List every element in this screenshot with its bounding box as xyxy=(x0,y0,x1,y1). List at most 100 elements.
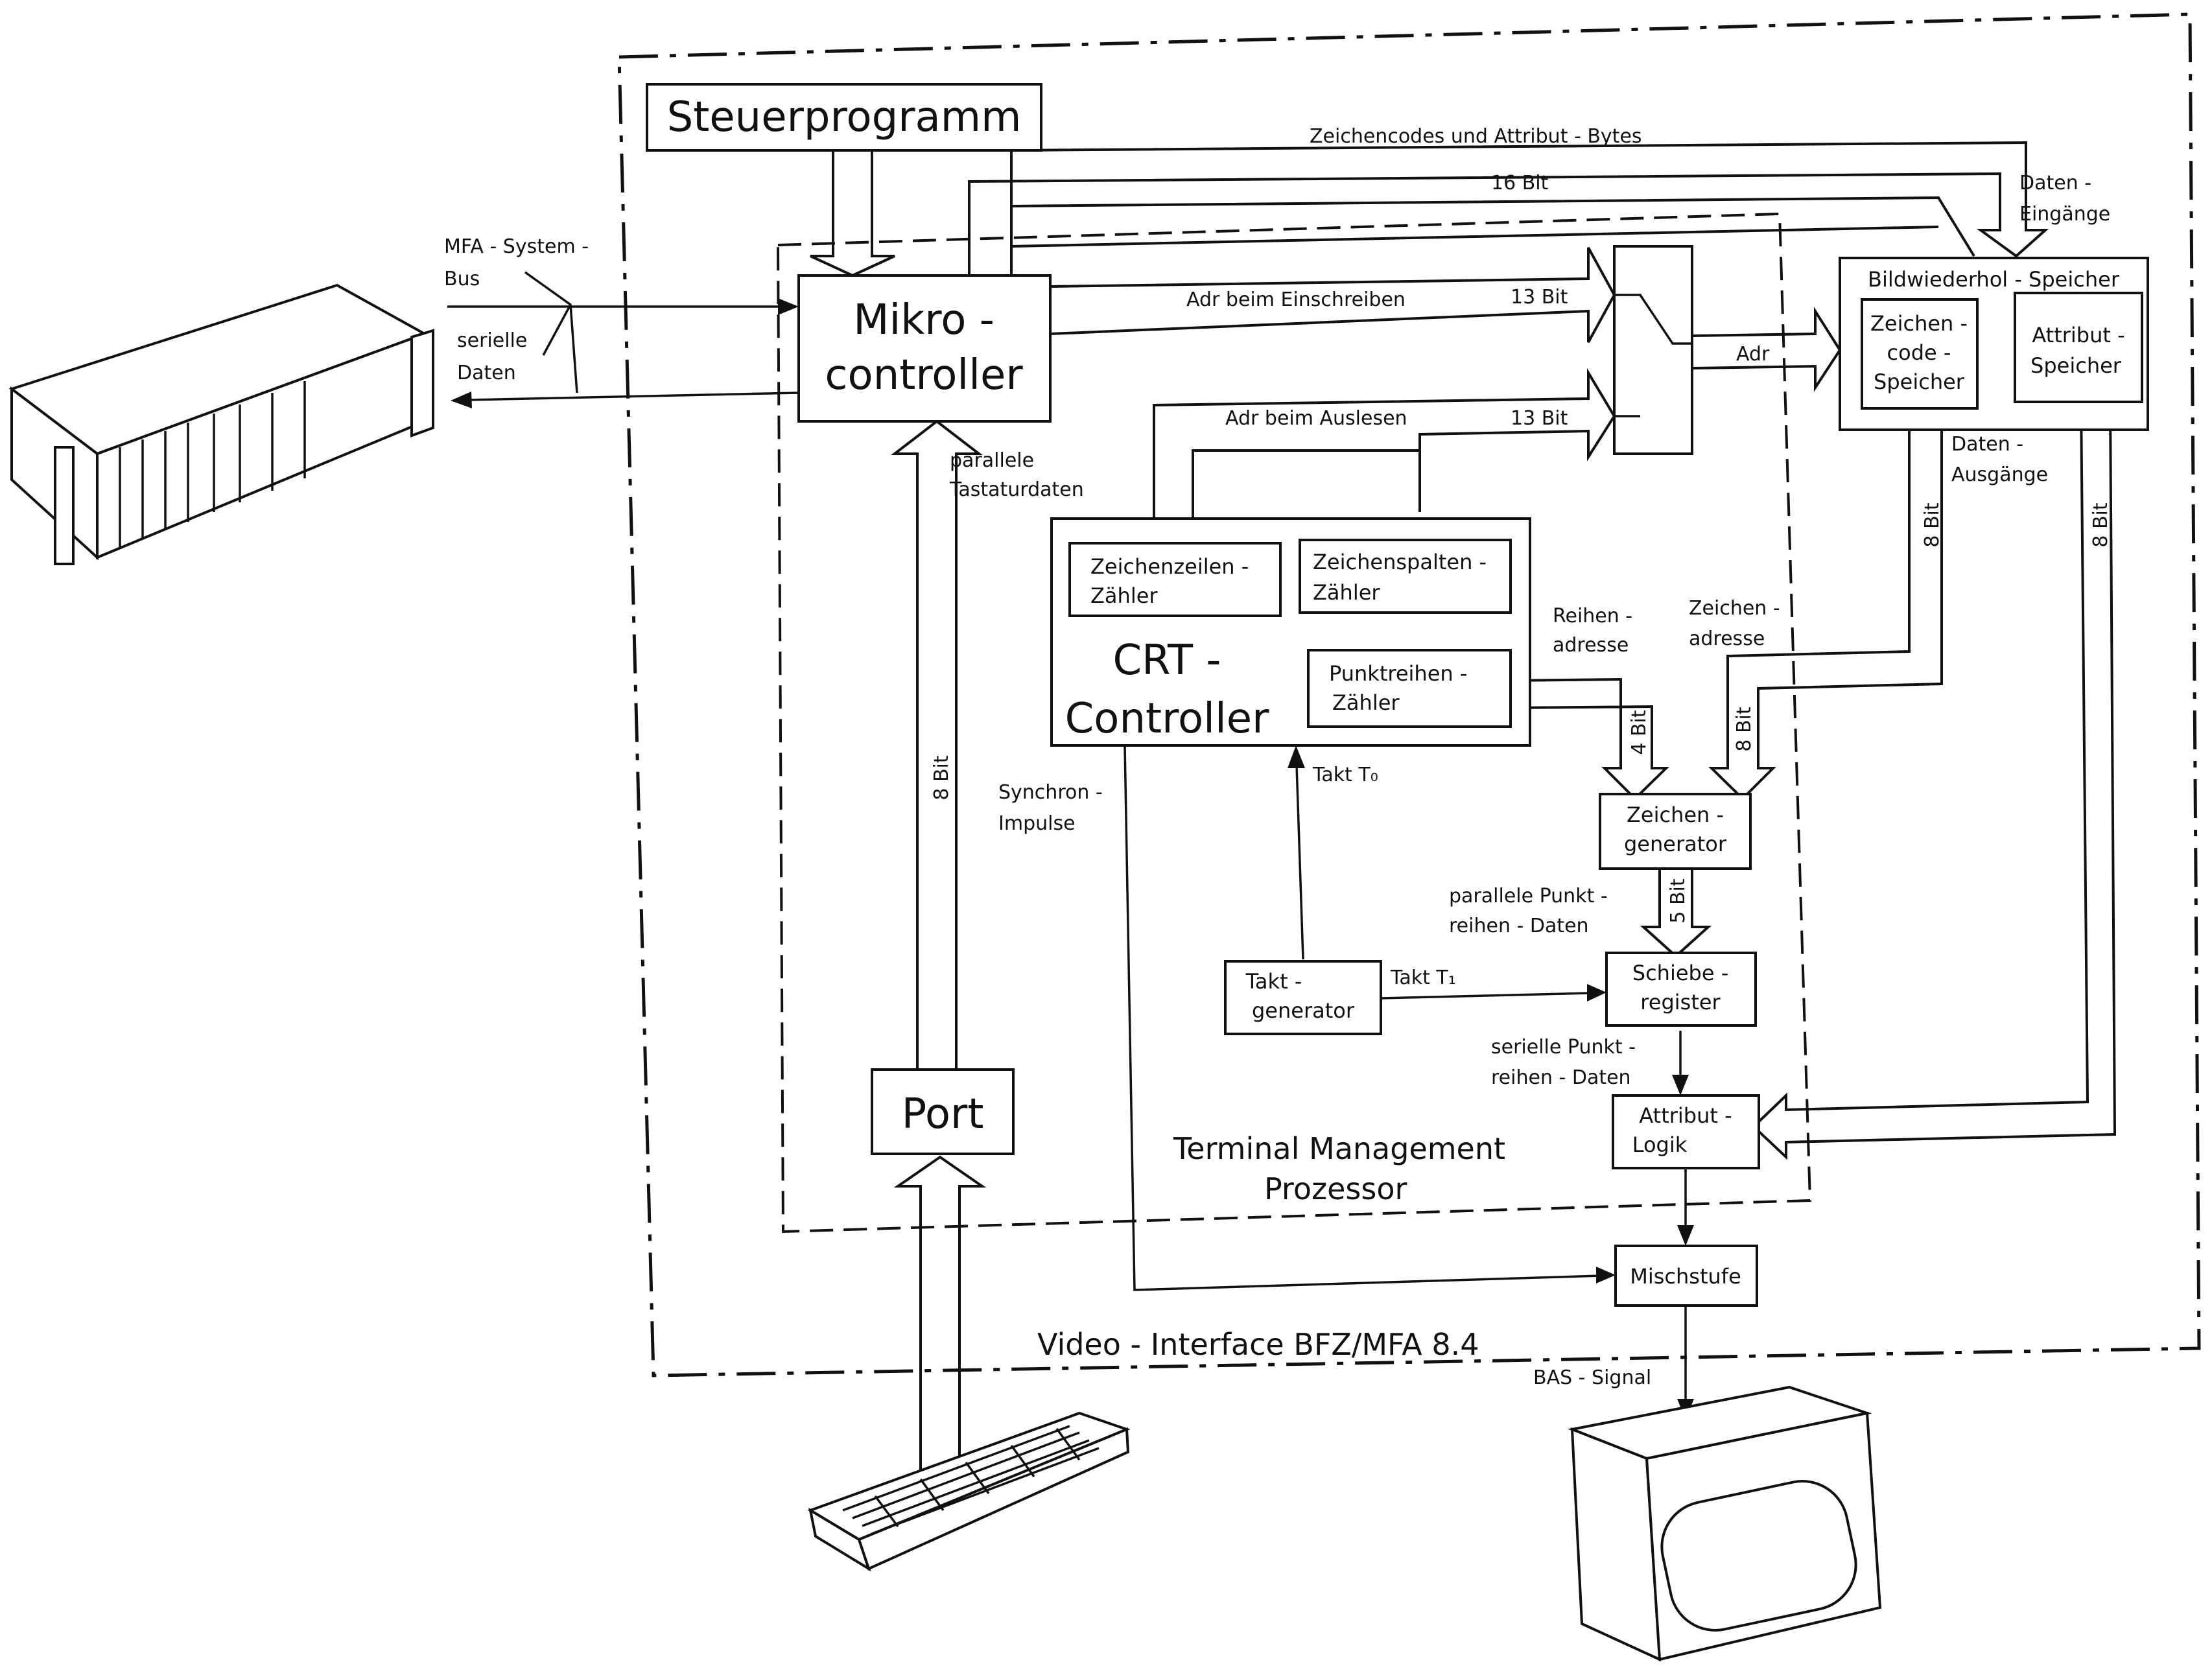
charcode-memory-label-3: Speicher xyxy=(1874,369,1965,394)
serial-data-arrowhead xyxy=(451,392,472,408)
mux-switch-symbol xyxy=(1614,294,1692,417)
data-inputs-label-2: Eingänge xyxy=(2019,203,2110,226)
attribute-logic-box xyxy=(1612,1094,1760,1169)
shiftreg-to-attrlogic-arrowhead xyxy=(1672,1075,1689,1095)
row-address-label-1: Reihen - xyxy=(1553,605,1632,627)
mixer-box xyxy=(1614,1245,1758,1307)
clock-generator-label-1: Takt - xyxy=(1245,969,1302,994)
refresh-memory-label: Bildwiederhol - Speicher xyxy=(1868,267,2120,292)
mfa-system-bus-label-1: MFA - System - xyxy=(444,235,589,258)
microcontroller-label-line2: controller xyxy=(825,351,1023,399)
data-outputs-label-1: Daten - xyxy=(1951,433,2023,456)
microcontroller-label-line1: Mikro - xyxy=(853,296,994,344)
char-column-counter-label-1: Zeichenspalten - xyxy=(1313,550,1487,574)
attribute-logic-label-1: Attribut - xyxy=(1639,1103,1732,1128)
dot-row-counter-label-2: Zähler xyxy=(1332,690,1400,715)
clock-generator-box xyxy=(1224,960,1382,1035)
shift-register-label-2: register xyxy=(1640,990,1721,1014)
parallel-dot-row-data-label-1: parallele Punkt - xyxy=(1449,885,1608,908)
sync-pulse-arrowhead xyxy=(1596,1267,1616,1283)
clock-t1-label: Takt T₁ xyxy=(1390,966,1456,989)
char-generator-label-2: generator xyxy=(1624,832,1727,856)
charcode-memory-box xyxy=(1861,298,1979,410)
memory-address-label: Adr xyxy=(1736,343,1770,366)
sync-pulse-label-1: Synchron - xyxy=(998,781,1103,804)
char-address-label-1: Zeichen - xyxy=(1689,597,1780,620)
char-row-counter-label-1: Zeichenzeilen - xyxy=(1090,554,1249,579)
system-bus-arrowhead xyxy=(778,298,799,315)
char-codes-label: Zeichencodes und Attribut - Bytes xyxy=(1310,125,1642,148)
data-inputs-label-1: Daten - xyxy=(2019,172,2091,194)
data-outputs-label-2: Ausgänge xyxy=(1951,463,2048,486)
write-address-label: Adr beim Einschreiben xyxy=(1186,288,1406,311)
clock-t0-arrowhead xyxy=(1288,745,1305,768)
char-generator-label-1: Zeichen - xyxy=(1627,802,1724,827)
video-interface-label: Video - Interface BFZ/MFA 8.4 xyxy=(1037,1327,1479,1362)
port-label: Port xyxy=(902,1090,984,1138)
mixer-label: Mischstufe xyxy=(1630,1264,1741,1289)
parallel-keyboard-data-label-2: Tastaturdaten xyxy=(949,478,1084,501)
keyboard-to-port-bus-arrow xyxy=(893,1155,987,1484)
terminal-management-processor-frame xyxy=(776,212,1812,1234)
clock-t1-line xyxy=(1380,992,1590,1000)
port-to-microcontroller-bus-arrow xyxy=(891,419,983,1070)
keyboard-icon xyxy=(807,1411,1131,1572)
shift-register-label-1: Schiebe - xyxy=(1632,961,1728,985)
attribute-logic-label-2: Logik xyxy=(1632,1132,1688,1157)
serial-dot-row-data-label-1: serielle Punkt - xyxy=(1491,1036,1636,1059)
attribute-memory-label-2: Speicher xyxy=(2030,353,2122,378)
clock-generator-label-2: generator xyxy=(1252,998,1355,1023)
sync-pulse-label-2: Impulse xyxy=(998,812,1076,835)
port-8bit-label: 8 Bit xyxy=(930,755,953,801)
data-16bit-branch xyxy=(1011,196,1975,257)
charcode-8bit-label: 8 Bit xyxy=(1921,502,1944,548)
clock-t0-label: Takt T₀ xyxy=(1312,764,1378,786)
crt-label-line1: CRT - xyxy=(1112,637,1221,685)
shift-register-box xyxy=(1605,952,1757,1027)
terminal-management-processor-label-2: Prozessor xyxy=(1264,1171,1407,1206)
serial-data-label-1: serielle xyxy=(457,329,527,352)
char-row-counter-box xyxy=(1068,542,1282,617)
attrlogic-to-mixer-arrowhead xyxy=(1677,1225,1694,1246)
steuerprogramm-box xyxy=(646,83,1042,152)
steuerprogramm-bus-arrow xyxy=(810,150,895,277)
write-address-13bit-label: 13 Bit xyxy=(1511,286,1568,309)
steuerprogramm-label: Steuerprogramm xyxy=(667,93,1022,141)
parallel-keyboard-data-label-1: parallele xyxy=(950,449,1034,472)
generator-8bit-label: 8 Bit xyxy=(1733,707,1756,752)
parallel-dot-row-data-label-2: reihen - Daten xyxy=(1449,915,1589,937)
row-address-label-2: adresse xyxy=(1553,634,1629,657)
bas-signal-label: BAS - Signal xyxy=(1533,1366,1651,1389)
read-address-13bit-label: 13 Bit xyxy=(1511,407,1568,430)
data-16bit-bus-arrow xyxy=(968,141,2049,275)
read-address-label: Adr beim Auslesen xyxy=(1225,407,1407,430)
char-column-counter-label-2: Zähler xyxy=(1313,580,1380,605)
mfa-leader-lines xyxy=(524,271,578,393)
clock-t0-line xyxy=(1295,764,1304,960)
charcode-memory-label-2: code - xyxy=(1887,340,1951,365)
attribute-memory-box xyxy=(2014,292,2143,403)
charcode-memory-label-1: Zeichen - xyxy=(1870,311,1968,336)
sync-pulse-line xyxy=(1124,745,1602,1291)
dotrow-4bit-label: 4 Bit xyxy=(1628,710,1651,755)
clock-t1-arrowhead xyxy=(1587,984,1606,1001)
serial-data-label-2: Daten xyxy=(457,362,516,384)
shiftreg-5bit-label: 5 Bit xyxy=(1667,878,1689,924)
char-row-counter-label-2: Zähler xyxy=(1090,583,1158,608)
address-mux-box xyxy=(1613,245,1693,455)
serial-dot-row-data-label-2: reihen - Daten xyxy=(1491,1066,1631,1089)
dot-row-counter-box xyxy=(1307,649,1512,728)
port-box xyxy=(871,1068,1015,1155)
serial-data-line xyxy=(466,392,799,401)
dot-row-counter-label-1: Punktreihen - xyxy=(1329,661,1467,686)
char-column-counter-box xyxy=(1299,539,1512,614)
monitor-icon xyxy=(1567,1385,1882,1662)
terminal-management-processor-label-1: Terminal Management xyxy=(1173,1131,1505,1166)
char-generator-box xyxy=(1599,793,1752,870)
read-address-bus-arrow xyxy=(1153,368,1616,522)
microcontroller-box xyxy=(797,274,1052,423)
attribute-memory-label-1: Attribut - xyxy=(2032,323,2124,347)
video-interface-frame xyxy=(617,12,2201,1377)
bus-16bit-label: 16 Bit xyxy=(1491,172,1549,194)
